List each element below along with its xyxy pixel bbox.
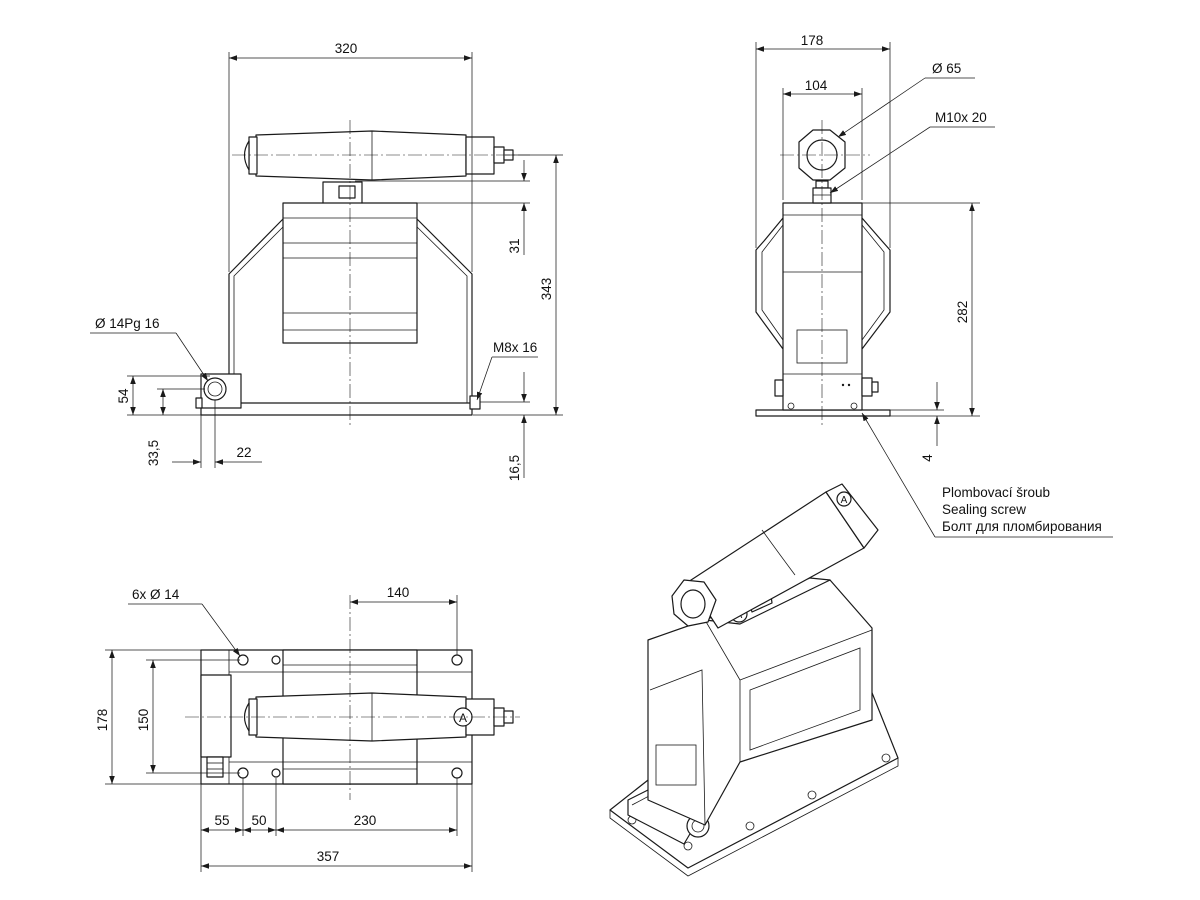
hole-label: Ø 14Pg 16: [95, 316, 160, 331]
side-wing-right: [861, 217, 891, 350]
sealing-note-en: Sealing screw: [942, 502, 1026, 517]
top-terminal-box: [200, 674, 232, 758]
sealing-note-cz: Plombovací šroub: [942, 485, 1050, 500]
dim-16-5: 16,5: [507, 455, 522, 481]
screw-label: M8x 16: [493, 340, 537, 355]
dim-320: 320: [335, 41, 358, 56]
holes-label: 6x Ø 14: [132, 587, 180, 602]
dim-31: 31: [507, 238, 522, 253]
side-dim-4: 4: [920, 454, 935, 462]
side-dim-178: 178: [801, 33, 824, 48]
iso-marker-top: [836, 491, 852, 507]
top-dim-150: 150: [136, 709, 151, 732]
base-plate: [200, 402, 473, 416]
holder-nut: [338, 185, 356, 199]
holder-bracket: [322, 181, 363, 204]
iso-marker-top-label: A: [841, 495, 848, 506]
bushing: [255, 130, 467, 181]
mount-hole-6: [271, 768, 281, 778]
gland: [203, 377, 227, 401]
mount-hole-4: [451, 767, 463, 779]
mount-hole-5: [271, 655, 281, 665]
diameter-label: Ø 65: [932, 61, 961, 76]
top-dim-178: 178: [95, 709, 110, 732]
front-view: 320 343 31 16,5 M8x 16 Ø 14Pg 16 54: [90, 41, 563, 481]
top-dim-55: 55: [214, 813, 229, 828]
dim-33-5: 33,5: [146, 440, 161, 466]
dim-22: 22: [236, 445, 251, 460]
sealing-note-ru: Болт для пломбирования: [942, 519, 1102, 534]
thread-label: M10x 20: [935, 110, 987, 125]
side-dim-104: 104: [805, 78, 828, 93]
iso-view: A A: [609, 483, 899, 877]
side-core: [782, 202, 863, 411]
top-marker-label: A: [459, 711, 467, 725]
top-dim-230: 230: [354, 813, 377, 828]
side-dim-282: 282: [955, 301, 970, 324]
top-dim-50: 50: [251, 813, 266, 828]
side-view: 178 104 Ø 65 M10x 20 282 4 Plombovací šr…: [755, 33, 1113, 538]
top-dim-140: 140: [387, 585, 410, 600]
dim-343: 343: [539, 278, 554, 301]
top-dim-357: 357: [317, 849, 340, 864]
side-wing-left: [755, 217, 784, 350]
mount-hole-2: [451, 654, 463, 666]
top-view: A 6x Ø 14 140 178 150 55 50 230: [95, 585, 520, 872]
earth-screw: [469, 395, 481, 410]
iso-label-plate: [655, 744, 697, 786]
side-base-plate: [755, 409, 891, 417]
dim-54: 54: [116, 388, 131, 404]
